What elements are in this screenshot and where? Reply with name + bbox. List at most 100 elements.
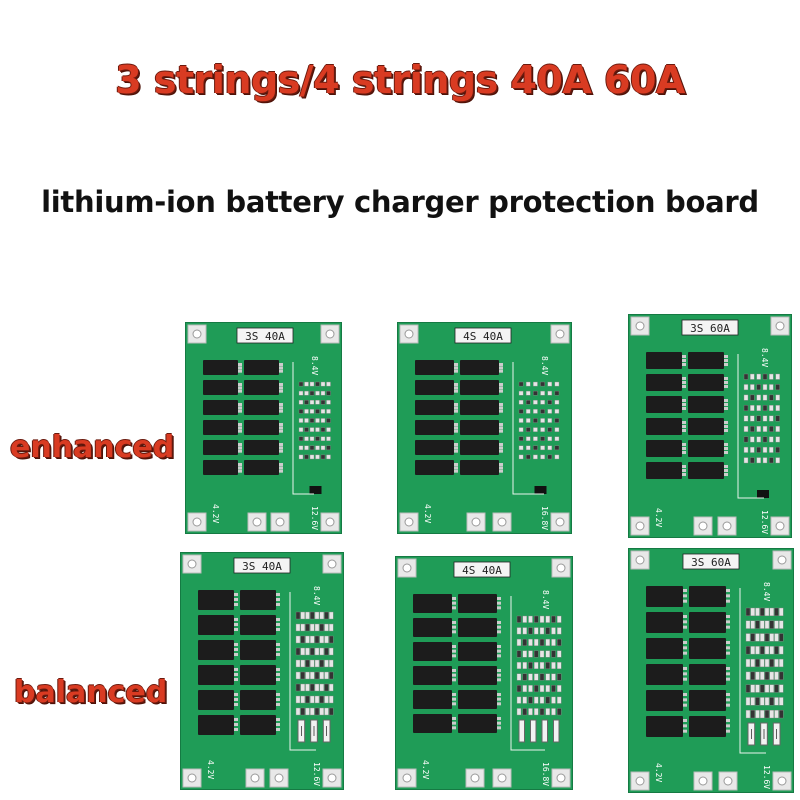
- smd-component: [743, 384, 749, 391]
- mosfet-chip: [244, 380, 279, 395]
- mosfet-chip: [198, 665, 234, 685]
- smd-component: [769, 426, 774, 432]
- smd-component: [547, 409, 553, 414]
- smd-component: [326, 427, 331, 432]
- mosfet-pin: [497, 597, 501, 600]
- smd-component: [300, 671, 305, 680]
- pad-hole: [556, 563, 566, 573]
- smd-component: [540, 381, 545, 387]
- voltage-label-cell: 4.2V: [654, 763, 663, 782]
- mosfet-pin: [276, 673, 280, 676]
- smd-component: [547, 445, 553, 451]
- smd-component: [522, 673, 527, 681]
- mosfet-pin: [726, 693, 730, 696]
- mosfet-chip: [413, 690, 452, 709]
- mosfet-pin: [499, 369, 503, 373]
- mosfet-pin: [499, 386, 503, 390]
- smd-component: [545, 708, 550, 716]
- smd-component: [324, 623, 329, 632]
- smd-component: [304, 445, 309, 451]
- smd-component: [320, 409, 326, 414]
- smd-component: [516, 638, 522, 646]
- pad-hole: [777, 776, 787, 786]
- board-badge-box: [453, 561, 511, 578]
- mosfet-pin: [234, 668, 238, 671]
- mosfet-chip: [458, 642, 497, 661]
- board-badge-label: 4S 40A: [462, 564, 502, 577]
- mosfet-pin: [238, 426, 242, 430]
- smd-component: [309, 390, 315, 396]
- voltage-label-top: 8.4V: [760, 348, 769, 367]
- mosfet-pin: [452, 702, 456, 706]
- mosfet-pin: [279, 426, 283, 430]
- smd-component: [557, 650, 562, 658]
- smd-component: [315, 445, 320, 451]
- mosfet-chip: [415, 460, 454, 475]
- smd-component: [320, 390, 326, 396]
- mosfet-pin: [234, 623, 238, 626]
- smd-component: [314, 671, 320, 680]
- smd-component: [769, 633, 774, 642]
- pad-hole: [470, 773, 480, 783]
- mosfet-pin: [452, 721, 456, 725]
- smd-component: [534, 673, 539, 681]
- pad-hole: [325, 517, 335, 527]
- smd-component: [310, 611, 315, 620]
- mosfet-pin: [499, 449, 503, 453]
- smd-component: [326, 409, 331, 414]
- smd-component: [764, 633, 770, 642]
- smd-component: [775, 394, 780, 401]
- smd-component: [304, 454, 309, 460]
- mosfet-pin: [683, 703, 687, 707]
- smd-component: [315, 390, 320, 396]
- smd-component: [533, 400, 538, 405]
- smd-component: [326, 436, 331, 441]
- smd-component: [315, 400, 320, 405]
- mosfet-pin: [497, 678, 501, 682]
- smd-component: [769, 405, 774, 411]
- smd-component: [545, 696, 550, 704]
- smd-component: [295, 647, 301, 656]
- smd-component: [540, 427, 545, 432]
- mosfet-pin: [683, 693, 687, 696]
- smd-component: [522, 662, 527, 669]
- copper-trace: [739, 588, 766, 754]
- mosfet-pin: [279, 463, 283, 466]
- mosfet-pin: [279, 383, 283, 386]
- smd-component: [745, 607, 751, 616]
- resistor-body: [751, 729, 752, 739]
- mosfet-pin: [276, 623, 280, 626]
- smd-component: [764, 607, 770, 616]
- smd-component: [775, 457, 780, 464]
- mosfet-chip: [458, 618, 497, 637]
- smd-component: [320, 436, 326, 441]
- smd-component: [750, 633, 755, 642]
- smd-component: [554, 409, 560, 414]
- smd-component: [775, 446, 780, 453]
- smd-component: [554, 400, 560, 405]
- smd-component: [762, 446, 768, 453]
- pad-hole: [327, 559, 337, 569]
- mosfet-pin: [724, 377, 728, 380]
- smd-component: [762, 426, 768, 432]
- smd-component: [764, 710, 770, 719]
- pad-hole: [187, 559, 197, 569]
- smd-component: [518, 390, 524, 396]
- smd-component: [329, 695, 334, 704]
- smd-component: [545, 685, 550, 693]
- mosfet-chip: [646, 664, 683, 685]
- smd-component: [319, 635, 324, 644]
- smd-component: [539, 673, 545, 681]
- smd-component: [750, 426, 755, 432]
- mosfet-chip: [689, 612, 726, 633]
- smd-component: [309, 409, 315, 414]
- mosfet-pin: [682, 429, 686, 432]
- mosfet-pin: [238, 366, 242, 370]
- mosfet-chip: [646, 374, 682, 391]
- mosfet-chip: [244, 460, 279, 475]
